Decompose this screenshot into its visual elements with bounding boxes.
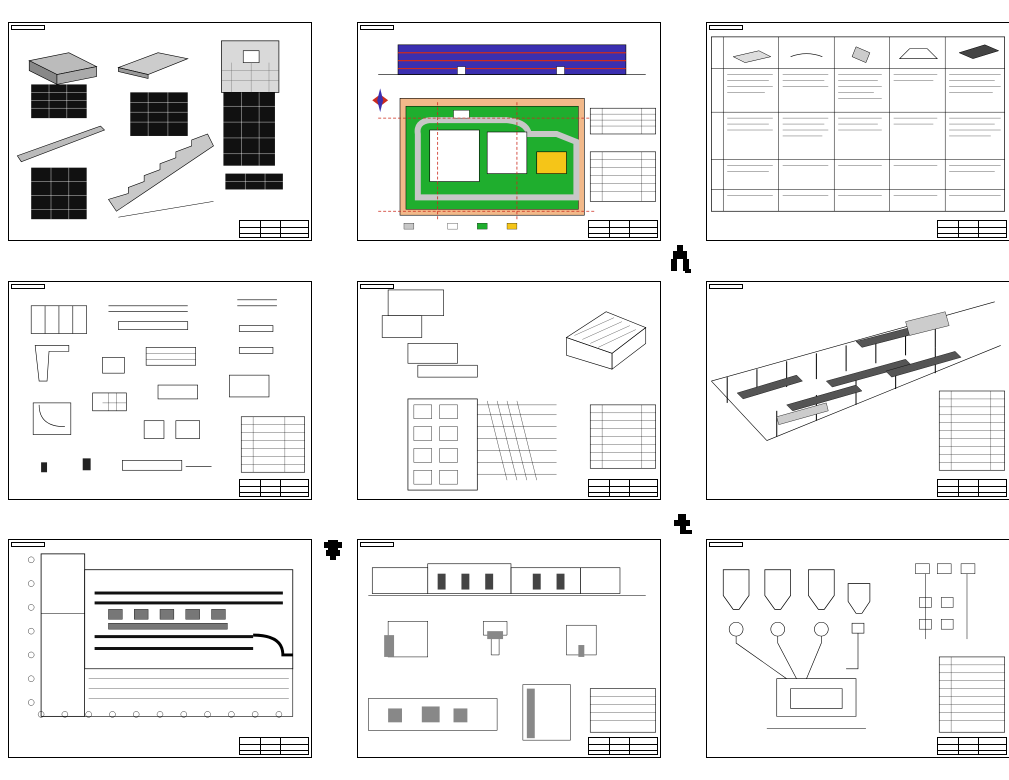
title-block	[239, 479, 309, 497]
sheet-products	[8, 22, 312, 241]
sheet-stamp	[360, 25, 394, 30]
sheet-stamp	[709, 284, 743, 289]
figure-3-icon	[324, 540, 342, 560]
siteplan-drawing	[372, 44, 656, 230]
sheet-stamp	[360, 542, 394, 547]
sheet-stamp	[709, 542, 743, 547]
title-block	[239, 220, 309, 238]
sheet-siteplan	[357, 22, 661, 241]
plan-drawing	[28, 553, 294, 718]
title-block	[588, 220, 658, 238]
sheet-details	[8, 281, 312, 500]
sheet-stamp	[709, 25, 743, 30]
sheet-plan	[8, 539, 312, 758]
details-drawing	[30, 299, 305, 473]
sheet-tech-table	[706, 22, 1009, 241]
products-drawing	[16, 40, 283, 220]
title-block	[588, 737, 658, 755]
equipment-drawing	[381, 289, 656, 491]
silos-drawing	[722, 563, 1005, 733]
sheet-silos	[706, 539, 1009, 758]
figure-2-icon	[674, 514, 692, 534]
sheet-section	[357, 539, 661, 758]
axonometry-drawing	[711, 301, 1005, 471]
title-block	[239, 737, 309, 755]
title-block	[588, 479, 658, 497]
tech-table-drawing	[711, 36, 1005, 212]
figure-1-icon	[671, 245, 691, 273]
sheet-stamp	[11, 284, 45, 289]
title-block	[937, 737, 1007, 755]
sheet-equipment	[357, 281, 661, 500]
sheet-axonometry	[706, 281, 1009, 500]
title-block	[937, 220, 1007, 238]
sheet-stamp	[11, 542, 45, 547]
section-drawing	[368, 563, 656, 741]
sheet-stamp	[11, 25, 45, 30]
sheet-stamp	[360, 284, 394, 289]
title-block	[937, 479, 1007, 497]
